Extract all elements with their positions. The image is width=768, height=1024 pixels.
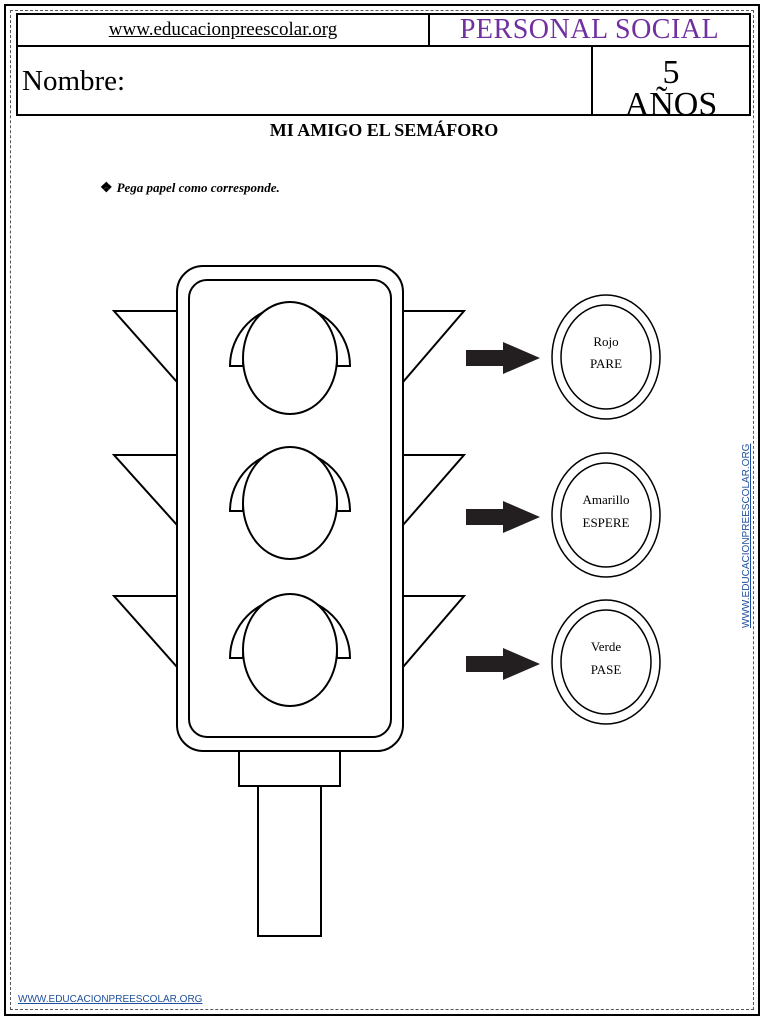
pole <box>257 785 322 937</box>
header-subject: PERSONAL SOCIAL <box>430 14 749 47</box>
age-cell: 5 AÑOS <box>591 47 749 122</box>
age-number: 5 <box>662 54 680 91</box>
name-label: Nombre: <box>22 65 126 97</box>
right-flap-top <box>402 310 467 385</box>
diamond-bullet-icon: ❖ <box>100 181 113 196</box>
left-flap-top <box>111 310 178 385</box>
lamp-green <box>242 593 338 707</box>
oval-inner-green <box>560 609 652 715</box>
header-website-link[interactable]: www.educacionpreescolar.org <box>18 15 430 47</box>
side-watermark-link[interactable]: WWW.EDUCACIONPREESCOLAR.ORG <box>741 443 752 628</box>
instruction-text: Pega papel como corresponde. <box>116 180 280 195</box>
instruction: ❖Pega papel como corresponde. <box>100 180 280 197</box>
lamp-red <box>242 301 338 415</box>
light-color-label: Verde <box>591 639 622 654</box>
arrow-right-icon <box>466 648 540 680</box>
oval-inner-yellow <box>560 462 652 568</box>
page-dashed-border <box>10 10 754 1010</box>
light-action-label: PASE <box>591 662 622 677</box>
right-flap-bottom <box>402 595 467 670</box>
lamp-yellow <box>242 446 338 560</box>
left-flap-middle <box>111 454 178 528</box>
page-outer-border <box>4 4 760 1016</box>
footer-link[interactable]: WWW.EDUCACIONPREESCOLAR.ORG <box>18 994 203 1005</box>
light-color-label: Amarillo <box>583 492 630 507</box>
right-flap-middle <box>402 454 467 528</box>
age-unit: AÑOS <box>624 86 718 123</box>
arrow-right-icon <box>466 501 540 533</box>
oval-inner-red <box>560 304 652 410</box>
pole-collar <box>238 750 341 787</box>
header-table: www.educacionpreescolar.org PERSONAL SOC… <box>16 13 751 122</box>
worksheet-title: MI AMIGO EL SEMÁFORO <box>269 120 499 140</box>
light-action-label: ESPERE <box>583 515 630 530</box>
light-action-label: PARE <box>590 356 622 371</box>
arrow-right-icon <box>466 342 540 374</box>
left-flap-bottom <box>111 595 178 670</box>
light-color-label: Rojo <box>593 334 618 349</box>
